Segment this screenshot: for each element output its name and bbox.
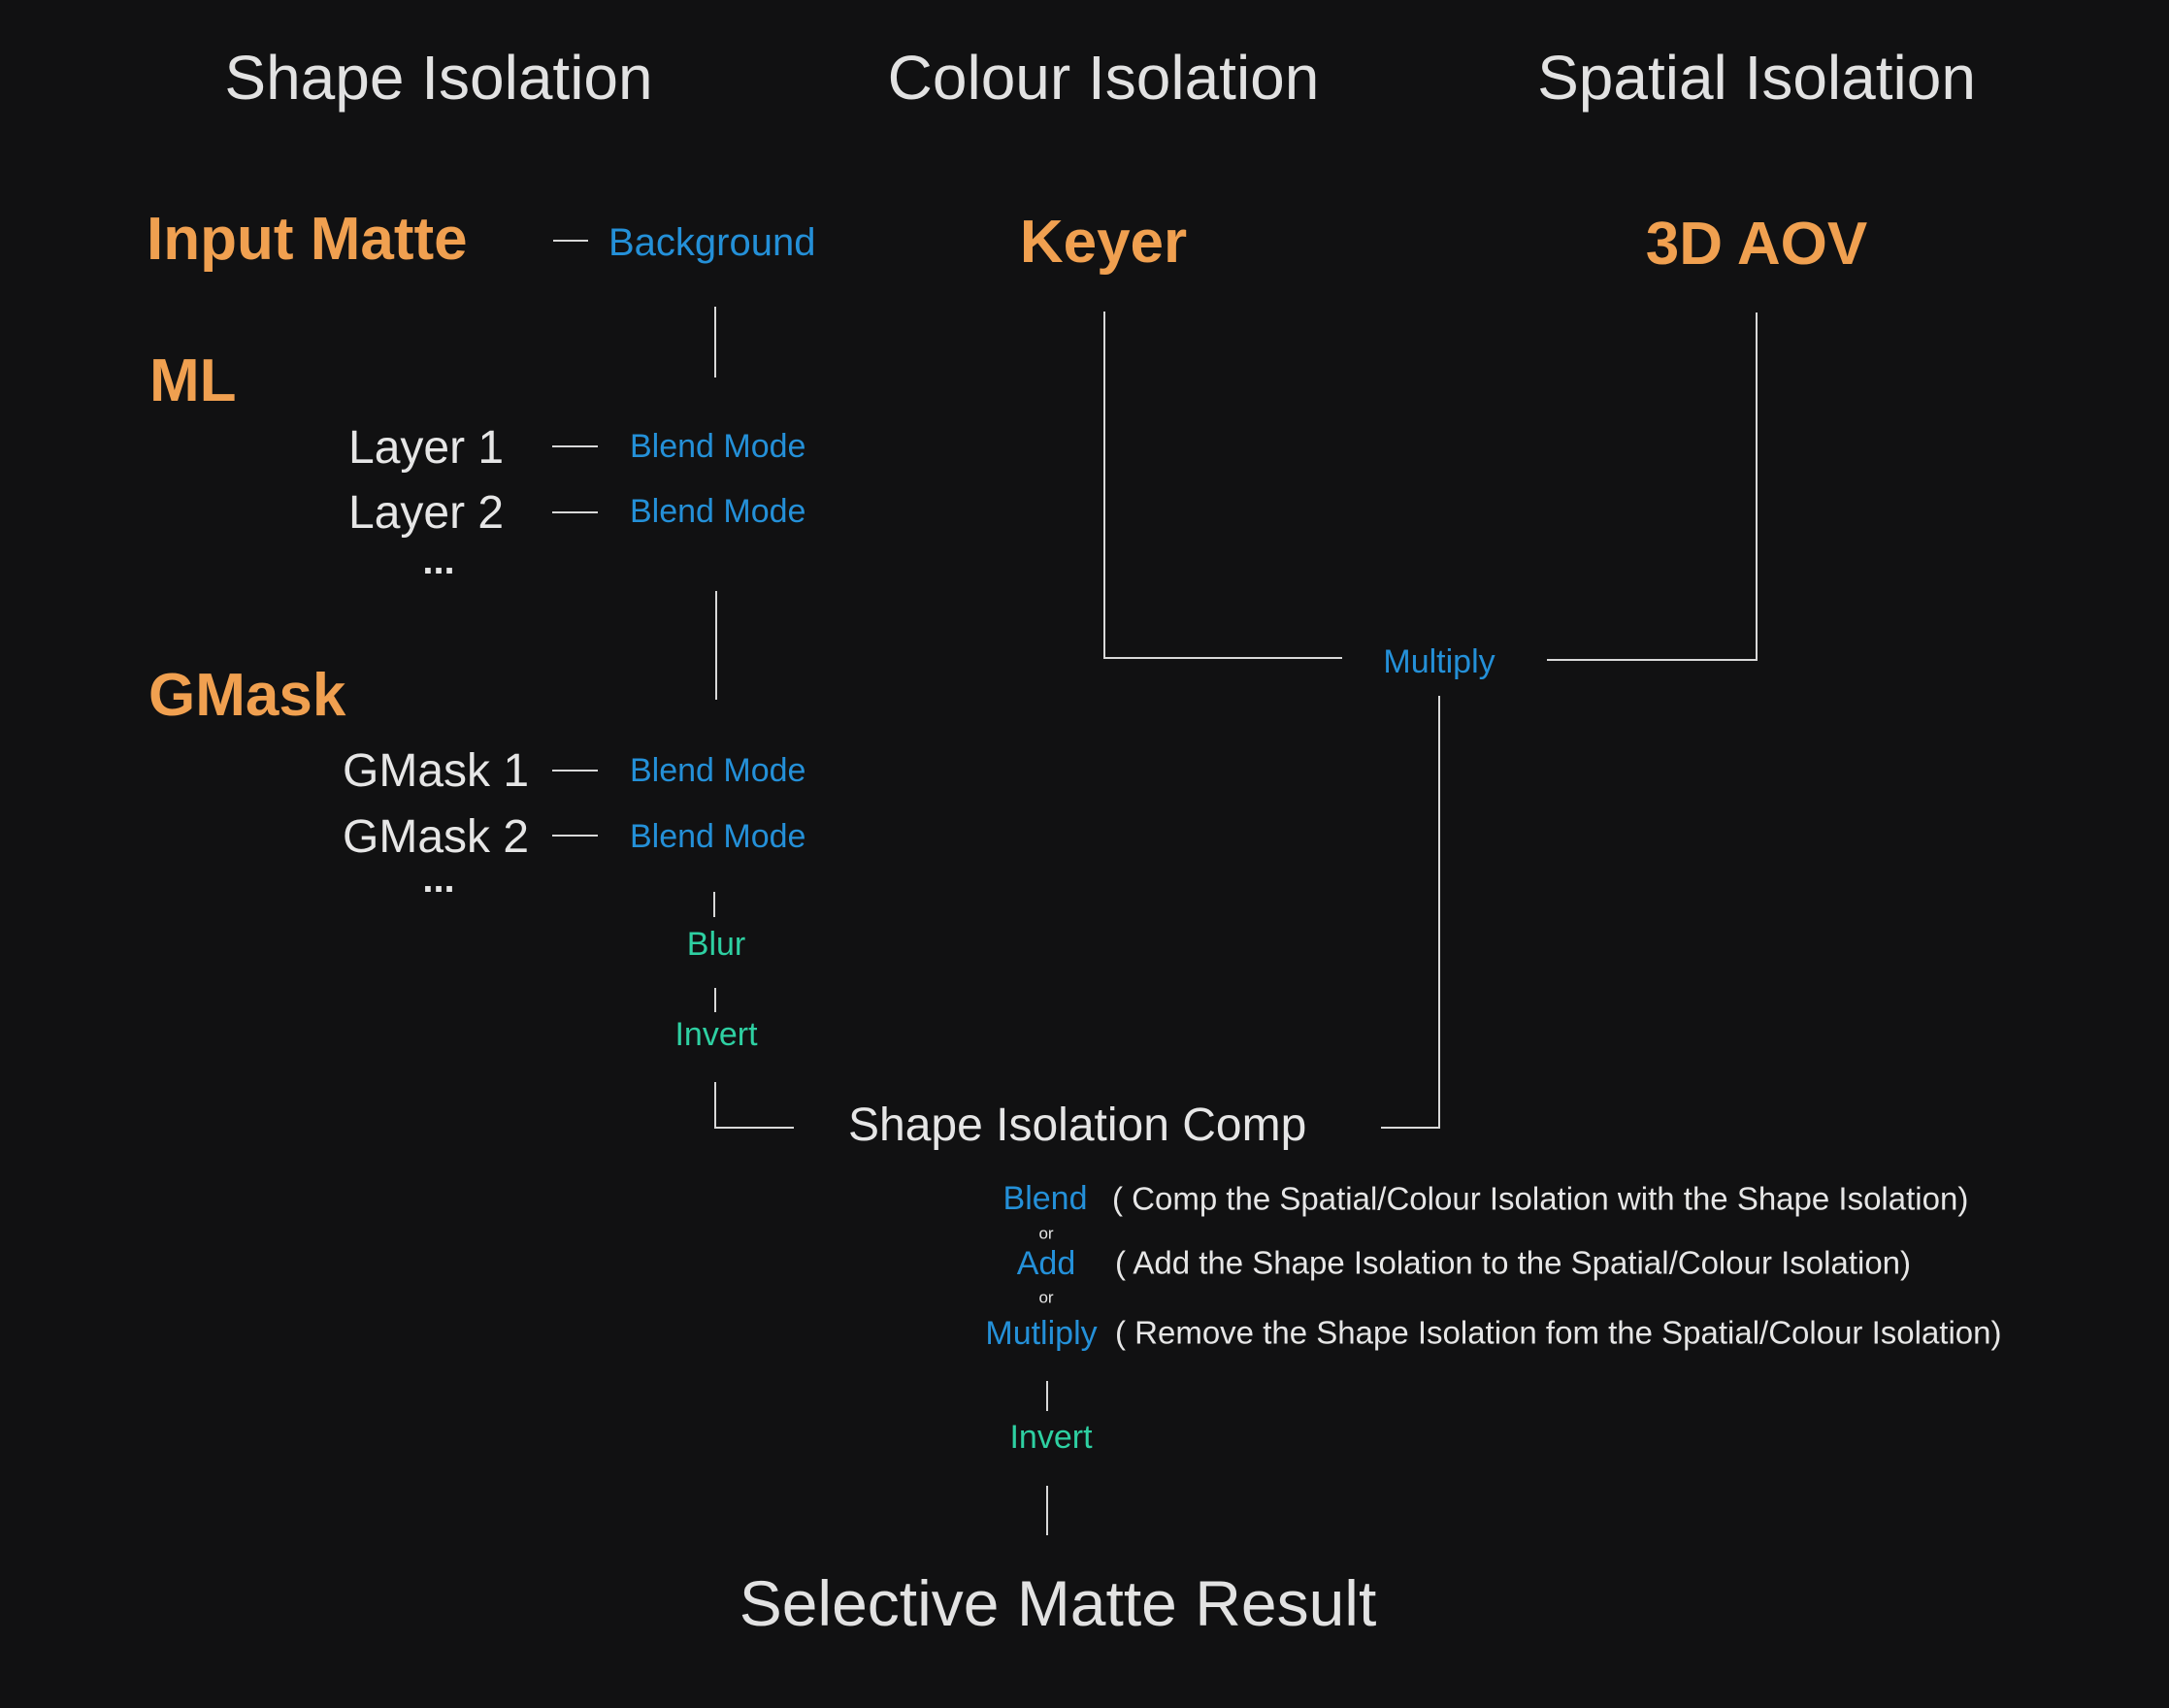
blend-mode-label: Blend Mode bbox=[630, 428, 806, 465]
blend-mode-label: Blend Mode bbox=[630, 818, 806, 855]
connector bbox=[713, 892, 715, 917]
connector bbox=[552, 770, 598, 772]
ml-layer-1: Layer 1 bbox=[348, 422, 505, 474]
keyer-node: Keyer bbox=[1019, 209, 1188, 276]
option-blend-desc: ( Comp the Spatial/Colour Isolation with… bbox=[1112, 1180, 1969, 1217]
invert-label: Invert bbox=[674, 1016, 758, 1053]
gmask-node: GMask bbox=[148, 662, 346, 729]
connector bbox=[552, 835, 598, 837]
option-add-desc: ( Add the Shape Isolation to the Spatial… bbox=[1115, 1244, 1912, 1281]
gmask-1: GMask 1 bbox=[343, 745, 530, 797]
input-matte-node: Input Matte bbox=[147, 206, 468, 273]
multiply-label: Multiply bbox=[1383, 643, 1495, 680]
connector bbox=[1381, 1127, 1440, 1129]
or-label: or bbox=[1038, 1224, 1054, 1243]
blend-mode-label: Blend Mode bbox=[630, 493, 806, 530]
header-colour-isolation: Colour Isolation bbox=[887, 43, 1320, 113]
option-multiply-desc: ( Remove the Shape Isolation fom the Spa… bbox=[1115, 1314, 2002, 1351]
ml-more-ellipsis: ... bbox=[422, 540, 455, 582]
connector bbox=[1103, 312, 1105, 659]
connector bbox=[552, 445, 598, 447]
gmask-more-ellipsis: ... bbox=[422, 858, 455, 901]
connector bbox=[1547, 659, 1758, 661]
blend-mode-label: Blend Mode bbox=[630, 752, 806, 789]
ml-layer-2: Layer 2 bbox=[348, 487, 505, 539]
connector bbox=[552, 511, 598, 513]
or-label: or bbox=[1038, 1288, 1054, 1307]
selective-matte-result: Selective Matte Result bbox=[739, 1567, 1377, 1639]
header-shape-isolation: Shape Isolation bbox=[224, 43, 653, 113]
background-label: Background bbox=[608, 221, 816, 264]
connector bbox=[714, 307, 716, 378]
ml-node: ML bbox=[149, 347, 237, 414]
connector bbox=[715, 591, 717, 700]
blur-label: Blur bbox=[686, 926, 746, 963]
header-spatial-isolation: Spatial Isolation bbox=[1537, 43, 1976, 113]
connector bbox=[1046, 1381, 1048, 1411]
connector bbox=[1103, 657, 1342, 659]
gmask-2: GMask 2 bbox=[343, 811, 530, 863]
connector bbox=[1756, 312, 1758, 661]
option-multiply: Mutliply bbox=[985, 1315, 1098, 1352]
connector bbox=[714, 1127, 794, 1129]
connector bbox=[553, 240, 588, 242]
connector bbox=[714, 1082, 716, 1128]
connector bbox=[1046, 1486, 1048, 1535]
final-invert-label: Invert bbox=[1009, 1419, 1093, 1456]
option-add: Add bbox=[1016, 1245, 1076, 1282]
connector bbox=[1438, 696, 1440, 1129]
connector bbox=[714, 988, 716, 1012]
aov-node: 3D AOV bbox=[1645, 211, 1868, 278]
shape-isolation-comp: Shape Isolation Comp bbox=[848, 1100, 1307, 1151]
option-blend: Blend bbox=[1002, 1180, 1088, 1217]
